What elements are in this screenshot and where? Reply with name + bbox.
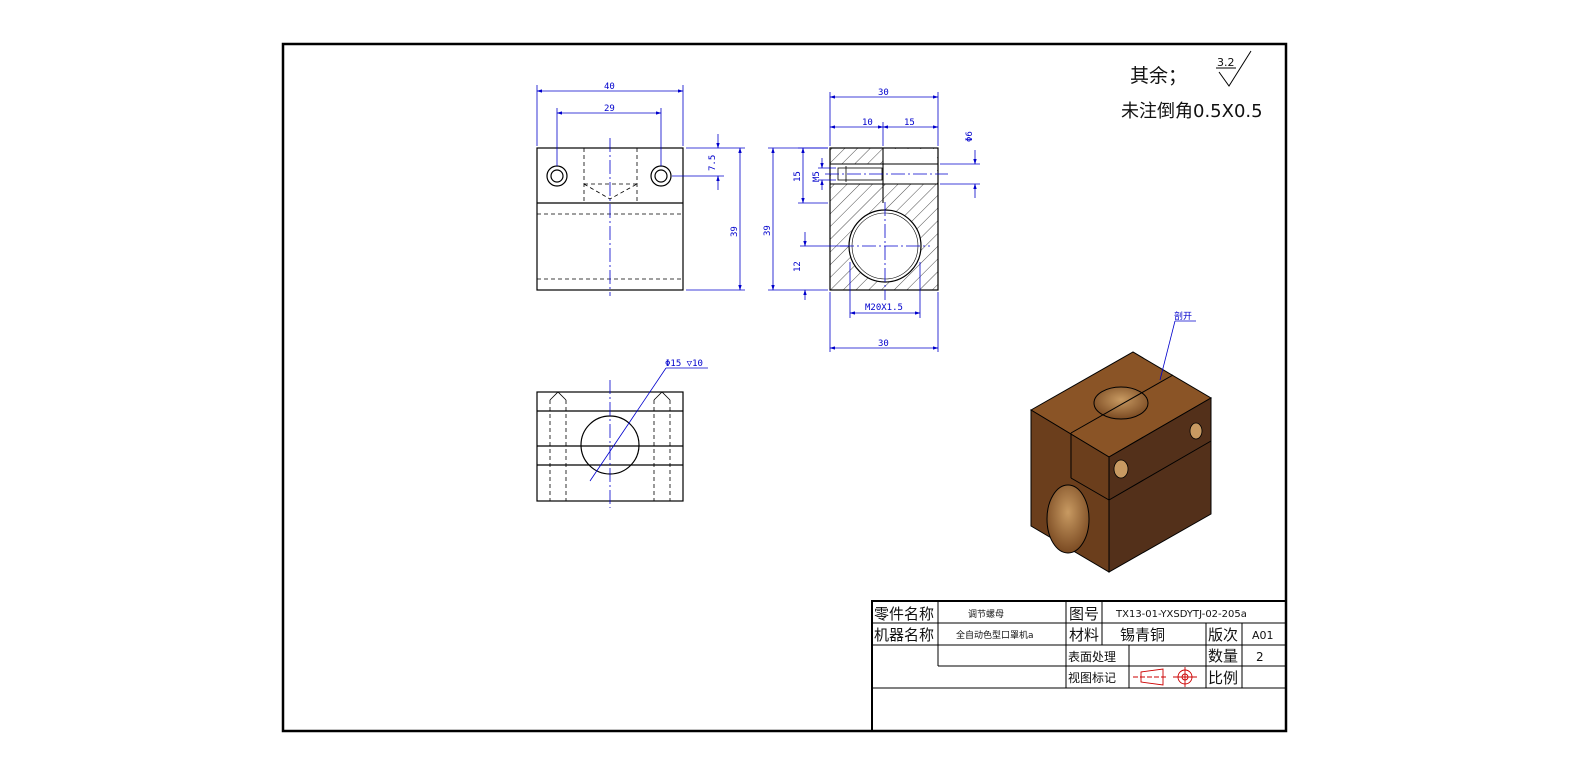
title-block xyxy=(871,600,1287,732)
drawing-no-value: TX13-01-YXSDYTJ-02-205a xyxy=(1115,609,1247,620)
section-dim-right: 15 xyxy=(904,118,915,128)
revision-value: A01 xyxy=(1252,629,1274,642)
material-value: 锡青铜 xyxy=(1120,626,1165,644)
section-dim-center: 12 xyxy=(793,261,803,272)
front-dim-hole-spacing: 29 xyxy=(604,104,615,114)
part-name-value: 调节螺母 xyxy=(968,609,1004,620)
top-view xyxy=(536,367,708,508)
revision-label: 版次 xyxy=(1208,626,1238,644)
front-dim-height: 39 xyxy=(730,226,740,237)
section-dim-main-thread: M20X1.5 xyxy=(865,303,903,313)
machine-label: 机器名称 xyxy=(874,626,934,644)
projection-symbol-icon xyxy=(1133,667,1197,687)
section-view-dims xyxy=(768,92,980,352)
iso-callout-text: 剖开 xyxy=(1174,310,1192,322)
remaining-prefix-text: 其余； xyxy=(1130,65,1187,87)
part-name-label: 零件名称 xyxy=(874,605,934,623)
front-view xyxy=(536,138,684,296)
roughness-value-text: 3.2 xyxy=(1217,56,1235,69)
quantity-value: 2 xyxy=(1256,650,1264,664)
drawing-border xyxy=(281,42,1288,733)
scale-label: 比例 xyxy=(1208,669,1238,687)
section-dim-thread: M5 xyxy=(812,171,822,182)
material-label: 材料 xyxy=(1069,626,1099,644)
section-view xyxy=(825,147,948,300)
notes-block: 其余； 3.2 未注倒角0.5X0.5 xyxy=(1121,50,1263,122)
top-dim-hole: Φ15 ▽10 xyxy=(665,359,703,369)
chamfer-note-text: 未注倒角0.5X0.5 xyxy=(1121,101,1263,122)
section-dim-left: 10 xyxy=(862,118,873,128)
section-dim-upper: 15 xyxy=(793,171,803,182)
quantity-label: 数量 xyxy=(1208,647,1238,665)
roughness-symbol: 3.2 xyxy=(1216,50,1252,87)
section-dim-width-top: 30 xyxy=(878,88,889,98)
surface-label: 表面处理 xyxy=(1068,650,1116,664)
section-dim-width-bottom: 30 xyxy=(878,339,889,349)
front-dim-hole-height: 7.5 xyxy=(708,155,718,171)
section-dim-diameter: Φ6 xyxy=(965,131,975,142)
view-mark-label: 视图标记 xyxy=(1068,670,1116,685)
front-dim-width: 40 xyxy=(604,82,615,92)
machine-value: 全自动色型口罩机a xyxy=(956,629,1034,641)
section-dim-height: 39 xyxy=(763,225,773,236)
drawing-no-label: 图号 xyxy=(1069,605,1099,623)
front-view-dims xyxy=(536,85,745,291)
isometric-view xyxy=(1030,320,1212,573)
